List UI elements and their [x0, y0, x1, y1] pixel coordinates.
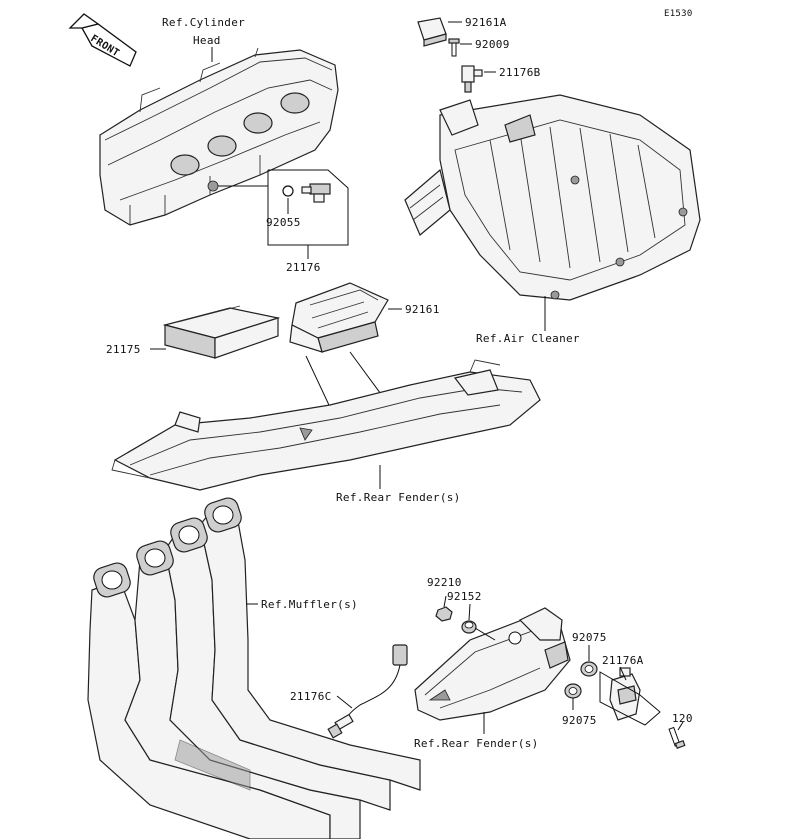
part-92075-b-label: 92075 [562, 714, 597, 727]
ref-rear-fender-top-label: Ref.Rear Fender(s) [336, 491, 461, 504]
screw-92009-icon [448, 38, 460, 57]
part-21175-label: 21175 [106, 343, 141, 356]
cap-92161A-icon [417, 17, 447, 47]
part-92210-label: 92210 [427, 576, 462, 589]
grommet-92075-a-icon [580, 661, 598, 677]
bracket-92161-drawing [289, 282, 389, 353]
air-cleaner-drawing [404, 94, 701, 301]
part-92152-label: 92152 [447, 590, 482, 603]
diagram-code: E1530 [664, 9, 693, 19]
nut-92210-icon [435, 606, 453, 622]
part-21176C-label: 21176C [290, 690, 332, 703]
front-arrow-icon: FRONT [68, 13, 137, 67]
part-21176A-label: 21176A [602, 654, 644, 667]
o-ring-92055-icon [282, 185, 294, 197]
ref-muffler-label: Ref.Muffler(s) [261, 598, 358, 611]
part-92055-label: 92055 [266, 216, 301, 229]
ref-air-cleaner-label: Ref.Air Cleaner [476, 332, 580, 345]
ecu-21175-drawing [162, 305, 281, 359]
sensor-21176B-icon [461, 65, 483, 93]
part-21176B-label: 21176B [499, 66, 541, 79]
exhaust-header-drawing [87, 497, 421, 839]
part-92009-label: 92009 [475, 38, 510, 51]
part-92161-label: 92161 [405, 303, 440, 316]
o2-sensor-21176C-icon [327, 644, 408, 739]
sensor-21176-icon [301, 183, 331, 203]
ref-rear-fender-bottom-label: Ref.Rear Fender(s) [414, 737, 539, 750]
rear-fender-bottom-drawing [414, 607, 571, 721]
sensor-21176A-icon [609, 667, 641, 721]
part-21176-label: 21176 [286, 261, 321, 274]
part-92161A-label: 92161A [465, 16, 507, 29]
ref-cylinder-head-label-1: Ref.Cylinder [162, 16, 245, 29]
part-120-label: 120 [672, 712, 693, 725]
collar-92152-icon [461, 620, 477, 634]
cylinder-head-drawing [99, 47, 339, 226]
rear-fender-top-drawing [111, 359, 541, 491]
bolt-120-icon [668, 726, 686, 749]
ref-cylinder-head-label-2: Head [193, 34, 221, 47]
part-92075-a-label: 92075 [572, 631, 607, 644]
grommet-92075-b-icon [564, 683, 582, 699]
